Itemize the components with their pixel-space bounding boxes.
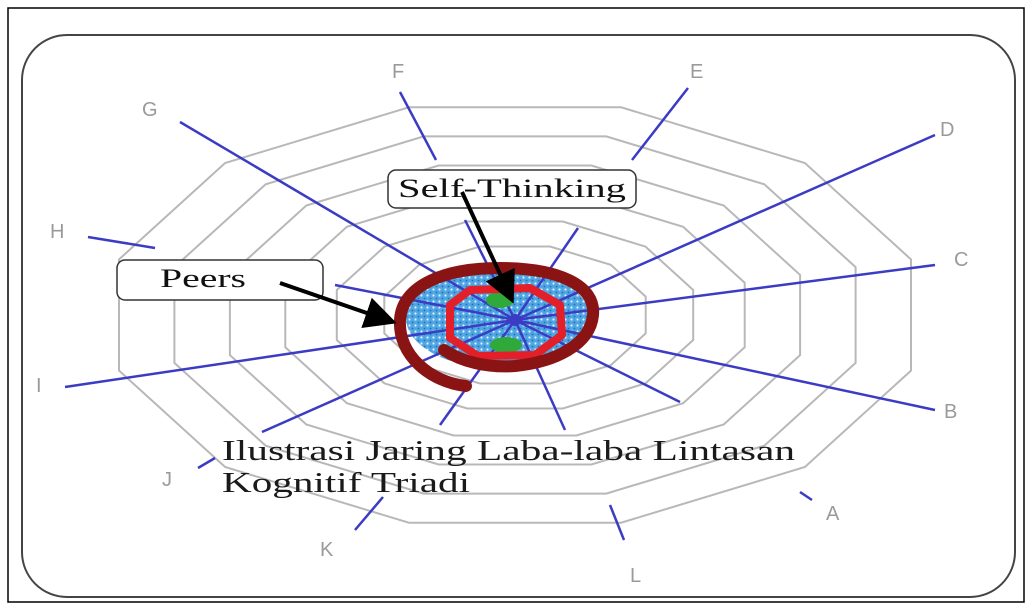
spoke-k bbox=[354, 496, 384, 531]
spoke-label-c: C bbox=[954, 249, 968, 271]
core-green-bottom bbox=[490, 337, 522, 353]
spoke-label-e: E bbox=[690, 61, 703, 83]
self-thinking-arrow bbox=[460, 191, 515, 304]
spoke-c bbox=[514, 263, 936, 322]
self-thinking-box bbox=[387, 169, 637, 209]
spoke-h bbox=[87, 235, 156, 250]
peers-label: Peers bbox=[160, 264, 246, 293]
inner-rounded-frame bbox=[21, 34, 1016, 598]
spoke-l-inner bbox=[513, 319, 567, 431]
spoke-g bbox=[179, 120, 516, 322]
spoke-label-k: K bbox=[320, 539, 334, 561]
self-thinking-callout: Self-Thinking bbox=[387, 169, 637, 209]
spoke-a bbox=[799, 490, 813, 502]
spoke-label-g: G bbox=[142, 99, 158, 121]
spoke-i bbox=[64, 318, 516, 389]
spoke-j bbox=[197, 456, 216, 470]
spoke-b bbox=[514, 318, 936, 412]
spoke-label-b: B bbox=[944, 401, 957, 423]
web-ring-6 bbox=[383, 245, 647, 385]
peers-callout: Peers bbox=[116, 259, 324, 301]
spoke-f bbox=[398, 91, 438, 161]
peers-arrow bbox=[279, 281, 397, 328]
spoke-a-inner bbox=[514, 318, 681, 404]
spoke-label-h: H bbox=[50, 221, 64, 243]
core-center-dot bbox=[509, 314, 521, 326]
spoke-label-d: D bbox=[940, 119, 954, 141]
red-octagon bbox=[446, 284, 566, 360]
spoke-j-inner bbox=[261, 318, 516, 434]
dark-red-spiral bbox=[393, 261, 600, 392]
spoke-h-inner bbox=[334, 283, 516, 322]
spoke-l bbox=[608, 504, 626, 541]
spoke-label-j: J bbox=[162, 469, 172, 491]
web-ring-1 bbox=[118, 106, 912, 524]
peers-box bbox=[116, 259, 324, 301]
caption-line-2: Kognitif Triadi bbox=[222, 468, 470, 499]
spoke-e bbox=[631, 87, 689, 161]
web-ring-5 bbox=[335, 220, 695, 410]
caption-line-1: Ilustrasi Jaring Laba-laba Lintasan bbox=[222, 436, 795, 467]
self-thinking-label: Self-Thinking bbox=[398, 174, 626, 203]
outer-frame bbox=[7, 7, 1025, 603]
spoke-label-f: F bbox=[392, 61, 404, 83]
spoke-label-a: A bbox=[826, 503, 840, 525]
spoke-label-i: I bbox=[36, 375, 42, 397]
spoke-label-l: L bbox=[630, 565, 641, 587]
